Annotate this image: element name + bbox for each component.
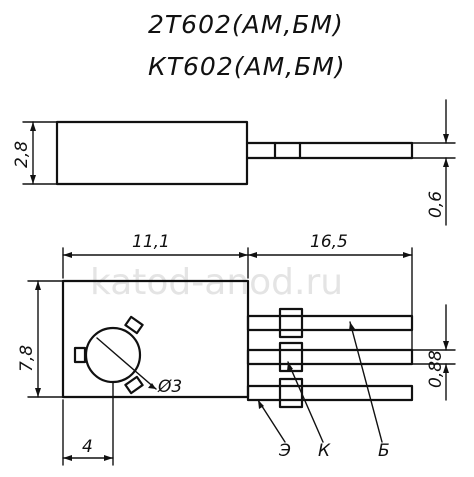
lead-collector [246,341,414,373]
lead-base [246,307,414,339]
pin-label-base: Б [378,441,390,461]
dim-lead-thickness: 0,6 [426,191,446,218]
pin-label-collector: К [318,441,331,461]
dim-lead-pitch: 0,88 [426,350,446,388]
mounting-hole: Ø3 [73,315,182,397]
lead-emitter [246,377,414,409]
dim-body-height: 7,8 [17,345,37,372]
dim-hole-diameter: Ø3 [157,377,182,397]
watermark: katod-anod.ru [90,262,343,303]
dim-body-width: 11,1 [132,232,170,252]
top-body [61,279,250,399]
side-view: 2,8 0,6 [12,99,456,226]
pin-label-emitter: Э [278,441,291,461]
dim-lead-length: 16,5 [310,232,348,252]
title-line-2: КТ602(АМ,БМ) [148,52,346,81]
dim-hole-offset: 4 [82,437,93,457]
side-body [55,120,249,186]
top-view: 11,1 16,5 7,8 Ø3 4 [17,232,456,466]
dim-height-side: 2,8 [12,141,32,168]
title-line-1: 2T602(АМ,БМ) [148,10,344,39]
